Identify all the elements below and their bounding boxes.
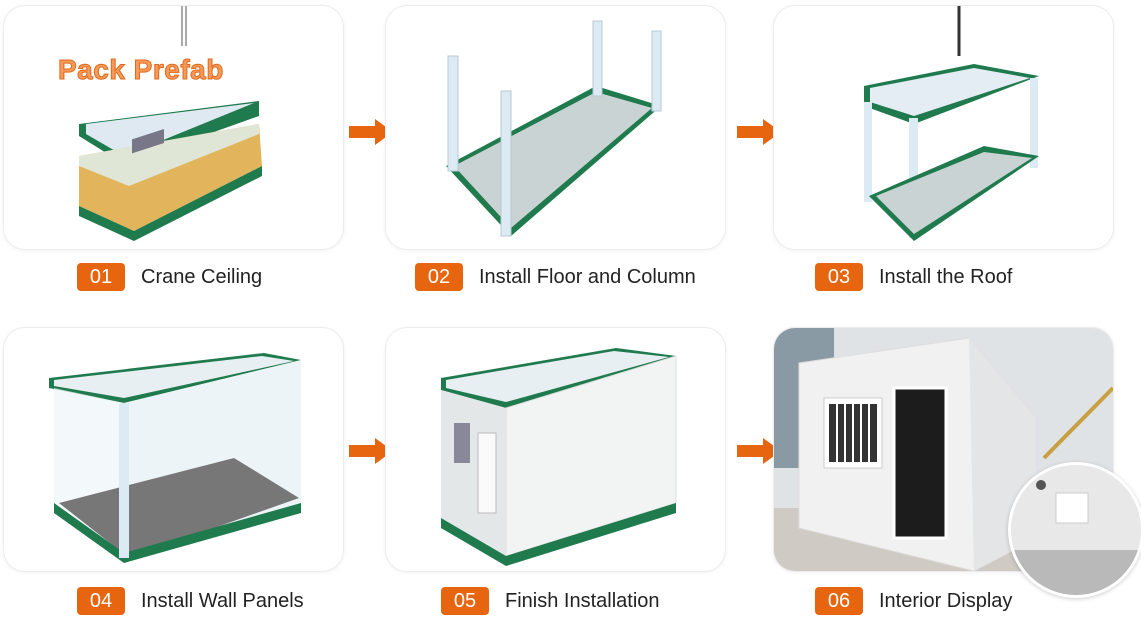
step-number-badge: 01	[77, 263, 125, 291]
floor-and-column-illustration	[446, 20, 662, 237]
arrow-right-icon	[737, 119, 781, 145]
wall-panels-illustration	[49, 353, 301, 563]
step-title: Install Wall Panels	[141, 589, 304, 612]
step-title: Finish Installation	[505, 589, 660, 612]
step-2-label: 02 Install Floor and Column	[415, 263, 696, 291]
step-title: Crane Ceiling	[141, 265, 263, 288]
arrow-right-icon	[737, 438, 781, 464]
step-4-label: 04 Install Wall Panels	[77, 587, 304, 615]
step-number-badge: 04	[77, 587, 125, 615]
step-3-card	[773, 5, 1114, 250]
step-number-badge: 03	[815, 263, 863, 291]
step-number-badge: 02	[415, 263, 463, 291]
step-1-card	[3, 5, 344, 250]
step-title: Install Floor and Column	[479, 265, 696, 288]
finish-installation-illustration	[441, 348, 677, 566]
step-6-label: 06 Interior Display	[815, 587, 1012, 615]
step-1-label: 01 Crane Ceiling	[77, 263, 262, 291]
crane-ceiling-illustration	[79, 6, 262, 241]
install-roof-illustration	[864, 6, 1039, 241]
step-5-label: 05 Finish Installation	[441, 587, 660, 615]
step-4-card	[3, 327, 344, 572]
step-title: Install the Roof	[879, 265, 1013, 288]
step-title: Interior Display	[879, 589, 1013, 612]
step-number-badge: 05	[441, 587, 489, 615]
arrow-right-icon	[349, 438, 393, 464]
step-number-badge: 06	[815, 587, 863, 615]
arrow-right-icon	[349, 119, 393, 145]
step-3-label: 03 Install the Roof	[815, 263, 1012, 291]
step-2-card	[385, 5, 726, 250]
interior-inset-photo	[1008, 462, 1141, 598]
step-5-card	[385, 327, 726, 572]
brand-logo: Pack Prefab	[58, 54, 224, 86]
